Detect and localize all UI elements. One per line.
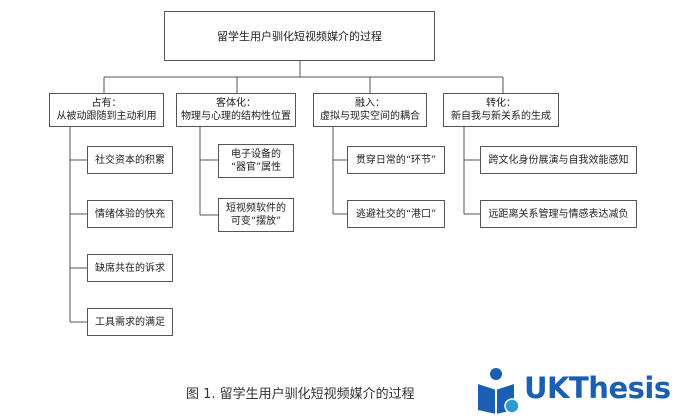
leaf-node: 远距离关系管理与情感表达减负 [480, 200, 637, 228]
leaf-label: 电子设备的 “器官”属性 [230, 149, 282, 173]
category-subtitle: 从被动跟随到主动利用 [56, 111, 157, 122]
leaf-node: 电子设备的 “器官”属性 [218, 144, 294, 178]
leaf-node: 跨文化身份展演与自我效能感知 [480, 146, 637, 174]
leaf-label: 缺席共在的诉求 [95, 262, 165, 274]
watermark-text: UKThesis [524, 371, 671, 405]
leaf-label: 社交资本的积累 [95, 154, 165, 166]
leaf-label: 短视频软件的 可变“摆放” [226, 203, 286, 227]
category-title: 融入： [355, 98, 385, 109]
ukthesis-logo-icon [478, 368, 520, 414]
category-incorporation: 融入： 虚拟与现实空间的耦合 [313, 93, 427, 127]
category-title: 占有： [91, 98, 122, 109]
category-subtitle: 虚拟与现实空间的耦合 [320, 111, 420, 122]
root-node: 留学生用户驯化短视频媒介的过程 [164, 11, 435, 61]
leaf-node: 逃避社交的“港口” [347, 200, 445, 228]
category-title: 客体化： [216, 98, 256, 109]
root-label: 留学生用户驯化短视频媒介的过程 [217, 29, 382, 43]
leaf-node: 短视频软件的 可变“摆放” [218, 198, 294, 232]
leaf-label: 跨文化身份展演与自我效能感知 [488, 154, 629, 166]
leaf-label: 工具需求的满足 [95, 316, 165, 328]
leaf-label: 情绪体验的快充 [95, 208, 165, 220]
leaf-label: 远距离关系管理与情感表达减负 [488, 208, 629, 220]
category-appropriation: 占有： 从被动跟随到主动利用 [49, 93, 164, 127]
category-subtitle: 新自我与新关系的生成 [451, 111, 551, 122]
figure-caption: 图 1. 留学生用户驯化短视频媒介的过程 [186, 387, 415, 402]
category-objectification: 客体化： 物理与心理的结构性位置 [176, 93, 296, 127]
leaf-node: 缺席共在的诉求 [87, 254, 173, 282]
leaf-node: 贯穿日常的“环节” [347, 146, 445, 174]
leaf-node: 情绪体验的快充 [87, 200, 173, 228]
category-conversion: 转化： 新自我与新关系的生成 [443, 93, 559, 127]
leaf-label: 贯穿日常的“环节” [355, 154, 437, 166]
category-subtitle: 物理与心理的结构性位置 [181, 111, 291, 122]
category-title: 转化： [486, 98, 516, 109]
leaf-node: 社交资本的积累 [87, 146, 173, 174]
leaf-node: 工具需求的满足 [87, 308, 173, 336]
leaf-label: 逃避社交的“港口” [355, 208, 437, 220]
